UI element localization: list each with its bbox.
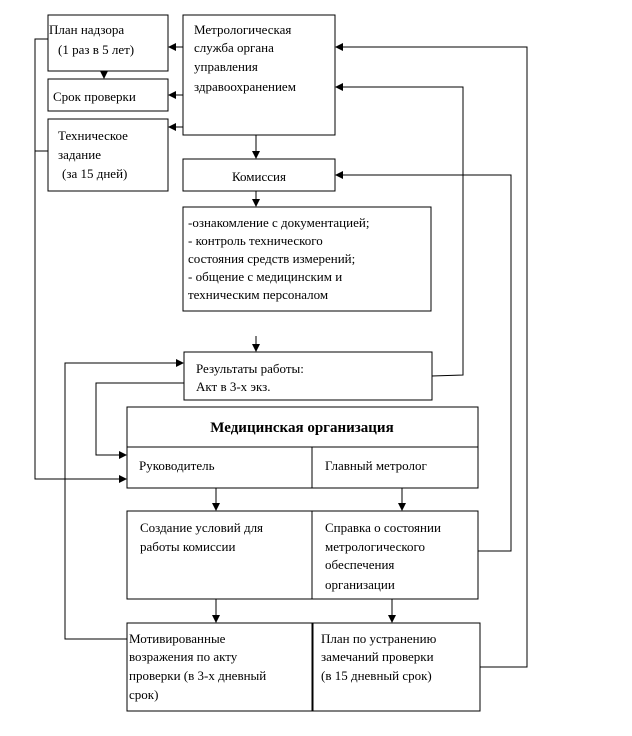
text: состояния средств измерений; (188, 251, 355, 266)
connectors (34, 38, 528, 668)
text: Акт в 3-х экз. (196, 379, 271, 394)
text: Срок проверки (53, 89, 136, 104)
arrow-plan-head (34, 38, 127, 483)
org-title: Медицинская организация (210, 420, 393, 436)
text: срок) (129, 687, 158, 702)
arrow-results-head (95, 382, 184, 459)
box-plan: План надзора (1 раз в 5 лет) (47, 14, 169, 72)
box-tasks: -ознакомление с документацией; - контрол… (182, 206, 432, 312)
text: техническим персоналом (188, 287, 328, 302)
arrow-planfix-metro (335, 43, 528, 668)
box-metro-service: Метрологическая служба органа управления… (182, 14, 336, 136)
box-objections: Мотивированные возражения по акту провер… (126, 622, 313, 712)
arrow-results-metro (335, 83, 464, 377)
text: - контроль технического (188, 233, 323, 248)
text: замечаний проверки (321, 649, 434, 664)
text: Техническое (58, 128, 128, 143)
text: Мотивированные (129, 631, 226, 646)
head-label: Руководитель (139, 458, 215, 473)
text: План по устранению (321, 631, 437, 646)
text: работы комиссии (140, 539, 235, 554)
text: метрологического (325, 539, 425, 554)
text: (за 15 дней) (62, 166, 127, 181)
text: Создание условий для (140, 520, 263, 535)
box-srok: Срок проверки (47, 78, 169, 112)
text: возражения по акту (129, 649, 238, 664)
metrologist-label: Главный метролог (325, 458, 427, 473)
box-results: Результаты работы: Акт в 3-х экз. (183, 351, 433, 401)
box-medical-organization: Медицинская организация Руководитель Гла… (126, 406, 479, 489)
text: организации (325, 577, 395, 592)
text: служба органа (194, 40, 274, 55)
text: здравоохранением (194, 79, 296, 94)
box-plan-fix: План по устранению замечаний проверки (в… (312, 622, 481, 712)
text: -ознакомление с документацией; (188, 215, 369, 230)
text: задание (58, 147, 101, 162)
text: План надзора (49, 22, 124, 37)
arrow-reference-komissia (335, 171, 512, 552)
text: Результаты работы: (196, 361, 304, 376)
text: Комиссия (232, 169, 286, 184)
text: Метрологическая (194, 22, 291, 37)
text: (в 15 дневный срок) (321, 668, 432, 683)
text: проверки (в 3-х дневный (129, 668, 266, 683)
text: (1 раз в 5 лет) (58, 42, 134, 57)
text: обеспечения (325, 557, 394, 572)
text: Справка о состоянии (325, 520, 441, 535)
box-actions: Создание условий для работы комиссии Спр… (126, 510, 479, 600)
box-komissia: Комиссия (182, 158, 336, 192)
box-tech: Техническое задание (за 15 дней) (47, 118, 169, 192)
text: управления (194, 59, 258, 74)
arrow-objections-results (64, 359, 184, 640)
text: - общение с медицинским и (188, 269, 342, 284)
